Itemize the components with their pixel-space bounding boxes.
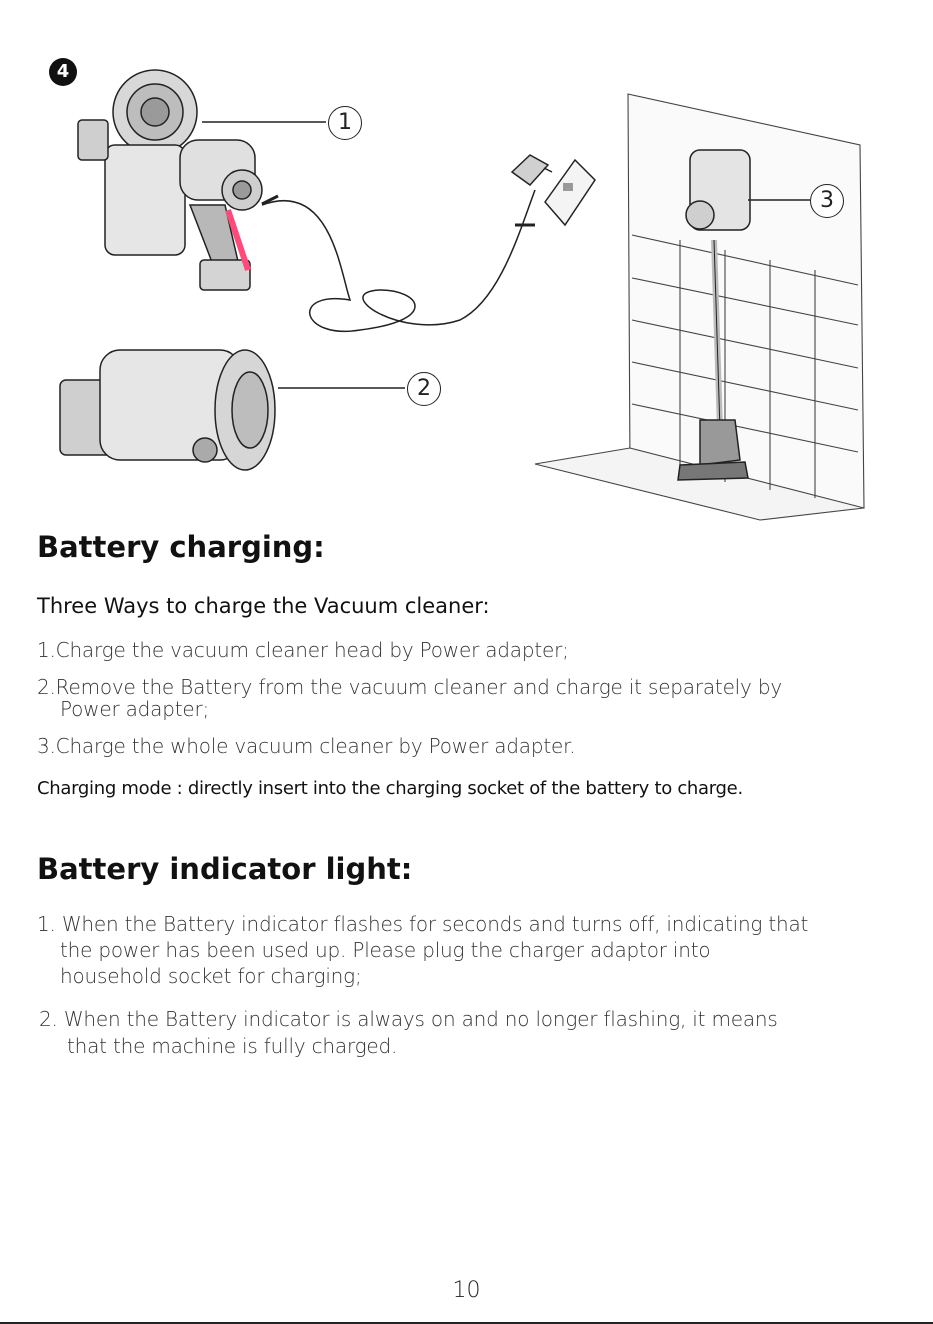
charging-mode-note: Charging mode : directly insert into the…	[37, 778, 743, 799]
callout-2: 2	[407, 372, 441, 406]
indicator-item-1: 1. When the Battery indicator flashes fo…	[37, 911, 907, 989]
battery-charging-heading: Battery charging:	[37, 530, 325, 564]
callout-3: 3	[810, 184, 844, 218]
charging-way-2-line-2: Power adapter;	[60, 697, 210, 721]
indicator-item-2-line-2: that the machine is fully charged.	[67, 1034, 398, 1058]
upright-vacuum-drawing	[677, 149, 751, 481]
wall-socket-drawing	[544, 158, 596, 227]
power-adapter-drawing	[510, 154, 553, 187]
page-number: 10	[452, 1278, 481, 1303]
charging-ways-subheading: Three Ways to charge the Vacuum cleaner:	[37, 594, 490, 618]
charging-way-2: 2.Remove the Battery from the vacuum cle…	[37, 676, 907, 720]
callout-1: 1	[328, 106, 362, 140]
charging-way-1: 1.Charge the vacuum cleaner head by Powe…	[37, 638, 907, 662]
bottom-rule	[0, 1322, 933, 1324]
charging-way-3: 3.Charge the whole vacuum cleaner by Pow…	[37, 734, 907, 758]
indicator-item-1-line-2: the power has been used up. Please plug …	[60, 938, 711, 962]
battery-indicator-heading: Battery indicator light:	[37, 852, 413, 886]
charging-diagram	[59, 69, 865, 521]
charging-illustration	[0, 0, 933, 530]
indicator-item-1-line-1: 1. When the Battery indicator flashes fo…	[37, 912, 809, 936]
charging-way-3-text: 3.Charge the whole vacuum cleaner by Pow…	[37, 734, 576, 758]
wall-drawing	[534, 93, 865, 521]
vacuum-head-drawing	[77, 69, 263, 291]
battery-drawing	[59, 349, 276, 471]
charging-way-1-text: 1.Charge the vacuum cleaner head by Powe…	[37, 638, 569, 662]
indicator-item-2: 2. When the Battery indicator is always …	[39, 1006, 909, 1060]
indicator-item-2-line-1: 2. When the Battery indicator is always …	[39, 1007, 778, 1031]
step-number-badge: 4	[49, 58, 77, 86]
indicator-item-1-line-3: household socket for charging;	[60, 964, 362, 988]
charging-way-2-line-1: 2.Remove the Battery from the vacuum cle…	[37, 675, 782, 699]
